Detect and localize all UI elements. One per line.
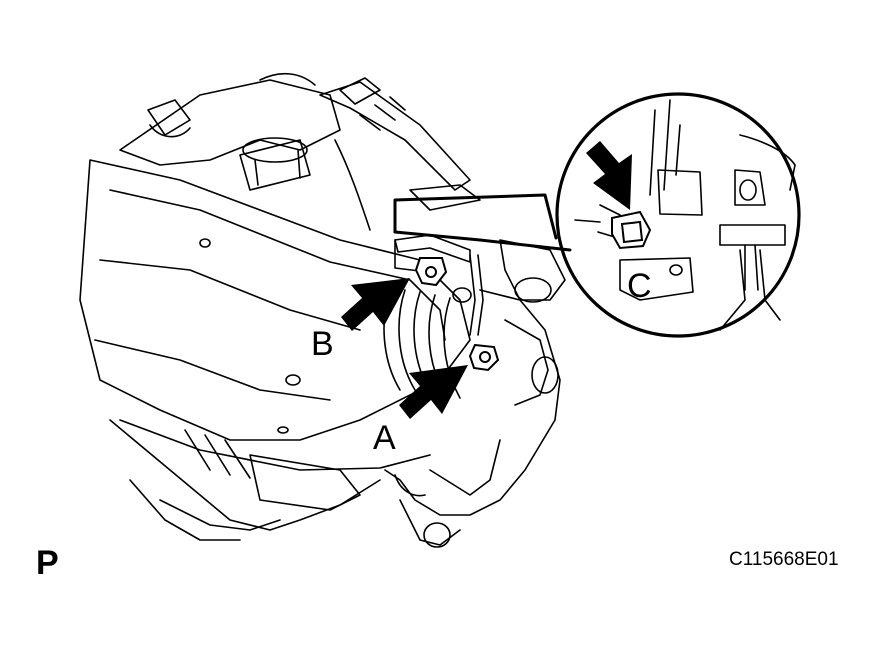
brake-caliper xyxy=(109,419,381,541)
arrow-a-icon xyxy=(399,365,468,419)
detail-view-c xyxy=(393,92,801,338)
lower-control-arm xyxy=(79,159,471,471)
brake-hose xyxy=(319,77,481,231)
label-c: C xyxy=(627,267,652,305)
bolt-c xyxy=(611,210,652,250)
arrow-b-icon xyxy=(341,278,410,331)
steering-knuckle xyxy=(384,234,566,548)
bolt-a xyxy=(468,343,500,372)
figure-code: C115668E01 xyxy=(729,549,839,570)
detail-circle xyxy=(555,92,801,338)
bolt-b xyxy=(414,257,448,287)
label-a: A xyxy=(373,419,396,457)
upper-knuckle-outline xyxy=(119,72,341,191)
arrow-c-icon xyxy=(586,141,632,210)
view-label: P xyxy=(36,544,59,582)
label-b: B xyxy=(311,325,334,363)
